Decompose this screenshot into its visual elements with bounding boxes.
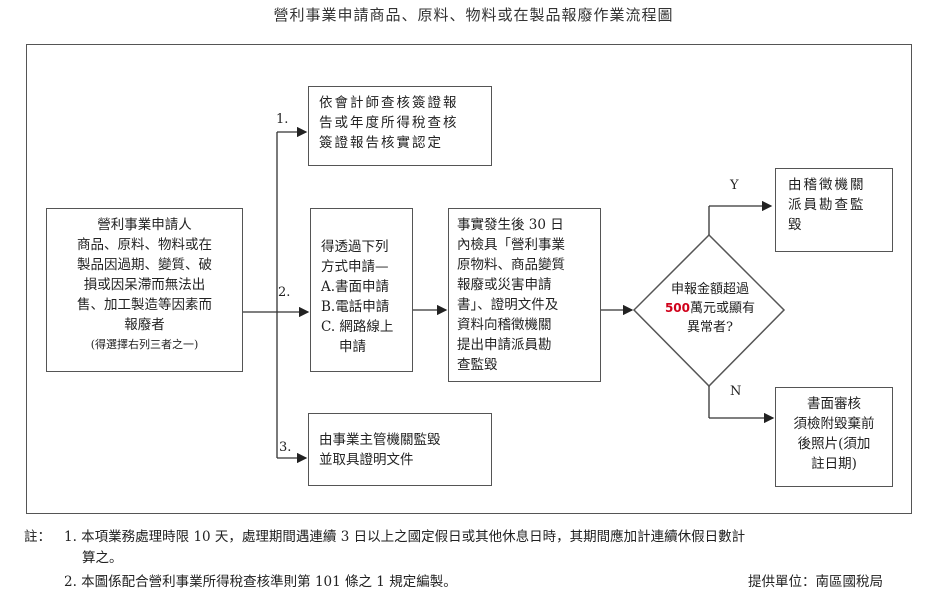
branch-label-1: 1.: [276, 112, 289, 127]
option2-line: C. 網路線上: [321, 319, 394, 335]
option1-line: 簽證報告核實認定: [319, 135, 443, 151]
no-outcome-box: 書面審核 須檢附毀棄前 後照片(須加 註日期): [775, 387, 893, 487]
option1-line: 告或年度所得稅查核: [319, 115, 459, 131]
report-line: 原物料、商品變質: [457, 257, 565, 273]
yes-outcome-line: 毀: [788, 217, 804, 233]
yes-outcome-box: 由稽徵機關 派員勘查監 毀: [775, 168, 893, 252]
option2-line: 申請: [339, 339, 366, 355]
applicant-note: (得選擇右列三者之一): [90, 338, 199, 351]
report-line: 查監毀: [457, 357, 498, 373]
note-1: 1. 本項業務處理時限 10 天，處理期間遇連續 3 日以上之國定假日或其他休息…: [64, 529, 746, 545]
page-title: 營利事業申請商品、原料、物料或在製品報廢作業流程圖: [273, 6, 674, 24]
note-2: 2. 本圖係配合營利事業所得稅查核準則第 101 條之 1 規定編製。: [64, 574, 457, 590]
decision-text: 申報金額超過 500萬元或顯有 異常者?: [662, 280, 758, 337]
provider: 提供單位：南區國稅局: [748, 574, 883, 590]
applicant-box: 營利事業申請人 商品、原料、物料或在 製品因過期、變質、破 損或因呆滯而無法出 …: [46, 208, 243, 372]
option1-box: 依會計師查核簽證報 告或年度所得稅查核 簽證報告核實認定: [308, 86, 492, 166]
applicant-line: 損或因呆滯而無法出: [83, 277, 206, 293]
report-line: 事實發生後 30 日: [457, 217, 564, 233]
no-outcome-line: 註日期): [811, 456, 857, 472]
report-line: 資料向稽徵機關: [457, 317, 552, 333]
note-1-cont: 算之。: [82, 550, 123, 566]
yes-outcome-line: 由稽徵機關: [788, 177, 866, 193]
option2-line: B.電話申請: [321, 299, 390, 315]
branch-label-3: 3.: [279, 440, 292, 455]
option1-line: 依會計師查核簽證報: [319, 95, 459, 111]
no-label: N: [730, 384, 742, 399]
report-line: 提出申請派員勘: [457, 337, 552, 353]
option3-line: 並取具證明文件: [319, 452, 414, 468]
option3-line: 由事業主管機關監毀: [319, 432, 441, 448]
no-outcome-line: 書面審核: [807, 396, 861, 412]
option2-line: A.書面申請: [321, 279, 390, 295]
yes-label: Y: [730, 178, 739, 193]
option2-box: 得透過下列 方式申請— A.書面申請 B.電話申請 C. 網路線上 申請: [310, 208, 413, 372]
applicant-line: 售、加工製造等因素而: [77, 297, 212, 313]
report-box: 事實發生後 30 日 內檢具「營利事業 原物料、商品變質 報廢或災害申請 書」、…: [448, 208, 601, 382]
option3-box: 由事業主管機關監毀 並取具證明文件: [308, 413, 492, 486]
flowchart-frame: [26, 44, 912, 514]
option2-line: 方式申請—: [321, 259, 389, 275]
applicant-line: 營利事業申請人: [97, 217, 192, 233]
applicant-line: 商品、原料、物料或在: [77, 237, 212, 253]
notes-prefix: 註：: [24, 529, 51, 545]
branch-label-2: 2.: [278, 285, 291, 300]
decision-line3: 異常者?: [687, 320, 733, 335]
report-line: 內檢具「營利事業: [457, 237, 565, 253]
option2-line: 得透過下列: [321, 239, 389, 255]
no-outcome-line: 後照片(須加: [797, 436, 871, 452]
decision-amount: 500: [664, 301, 691, 315]
report-line: 報廢或災害申請: [457, 277, 552, 293]
decision-line2: 500萬元或顯有: [662, 299, 758, 318]
yes-outcome-line: 派員勘查監: [788, 197, 866, 213]
applicant-line: 製品因過期、變質、破: [77, 257, 212, 273]
applicant-line: 報廢者: [124, 317, 165, 333]
report-line: 書」、證明文件及: [457, 297, 559, 313]
no-outcome-line: 須檢附毀棄前: [793, 416, 875, 432]
decision-line2-text: 萬元或顯有: [690, 301, 756, 316]
decision-line1: 申報金額超過: [670, 282, 749, 297]
